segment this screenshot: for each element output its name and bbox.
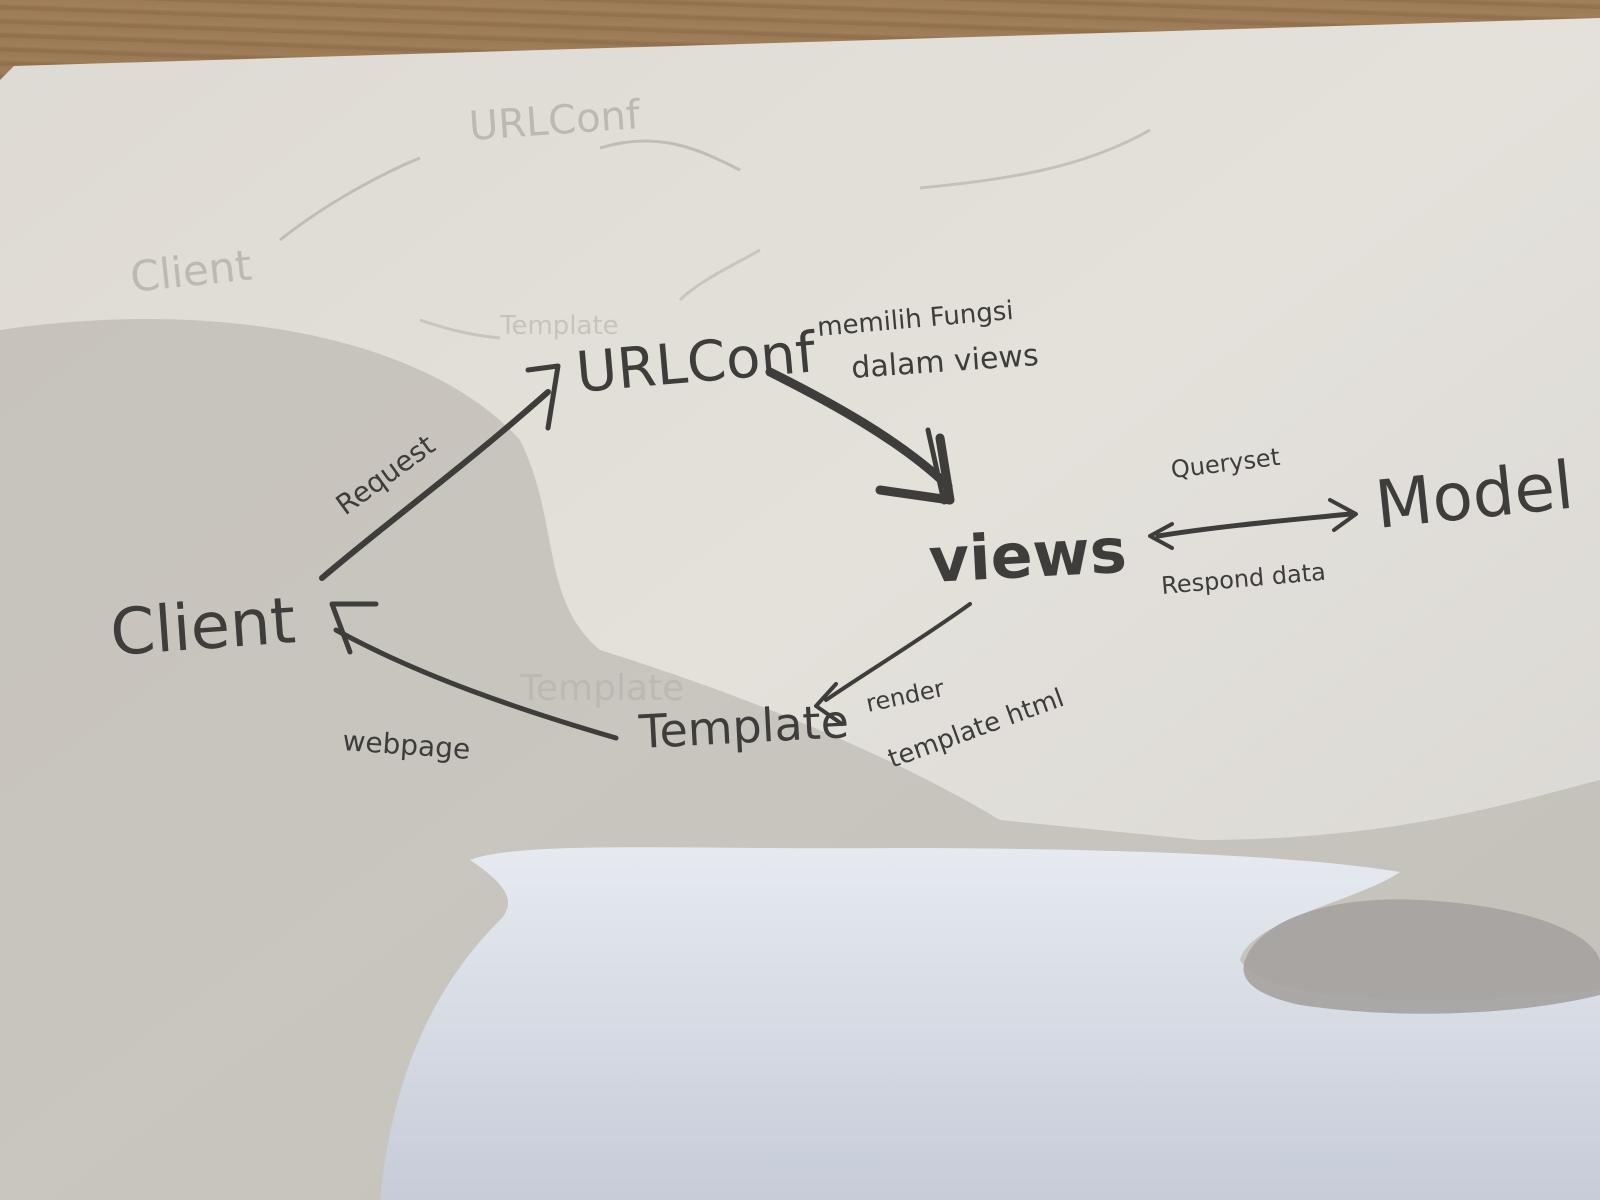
arrowhead-views-back <box>1148 522 1174 550</box>
node-template: Template <box>637 694 850 759</box>
node-client: Client <box>108 584 298 671</box>
node-views: views <box>927 514 1128 597</box>
erased-template-label: Template <box>499 311 619 341</box>
bright-light-patch <box>380 847 1600 1200</box>
arrows <box>319 363 1358 741</box>
arrow-client-to-urlconf <box>319 389 551 581</box>
finger-shadow <box>1243 899 1600 1014</box>
arrow-template-to-client <box>333 627 619 741</box>
arrowhead-views <box>875 433 955 505</box>
erased-template-under: Template <box>519 668 684 709</box>
erased-sketch: Client URLConf Template <box>128 92 1151 341</box>
arrowhead-model <box>1328 498 1358 532</box>
arrowhead-client <box>329 601 379 655</box>
arrowhead-urlconf <box>525 363 561 431</box>
arrowhead-template <box>814 682 844 726</box>
arrow-urlconf-to-views <box>765 367 953 491</box>
arrow-views-model <box>1155 511 1353 539</box>
arrow-views-to-template <box>824 602 972 702</box>
